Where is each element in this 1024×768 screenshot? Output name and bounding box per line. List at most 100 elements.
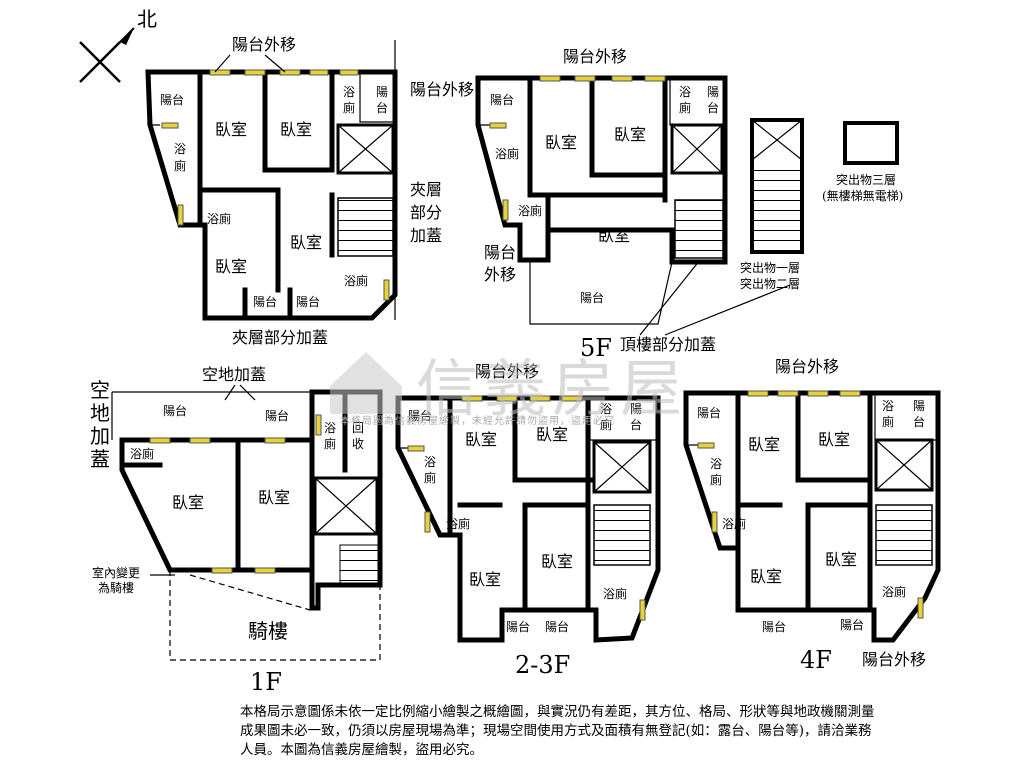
room-label: 台 (630, 417, 642, 432)
room-label: 陽台 (840, 617, 864, 632)
f5-floor-label: 5F (580, 334, 612, 362)
room-label: 廁 (710, 472, 722, 487)
room-label: 臥室 (290, 233, 322, 252)
f23-floor-label: 2-3F (515, 651, 570, 679)
mezz-side-note-2: 部分 (410, 203, 442, 222)
room-label: 陽台 (163, 403, 187, 418)
f1-top-label: 空地加蓋 (202, 365, 266, 384)
room-label: 浴 (882, 399, 894, 413)
mezzanine-plan: 陽台外移 陽台外移 夾層 部分 加蓋 夾層部分加蓋 陽台 浴 廁 陽 台 浴 廁… (145, 35, 474, 347)
watermark-brand: 信義房屋 (416, 352, 689, 425)
room-label: 臥室 (215, 257, 247, 276)
room-label: 臥室 (545, 133, 577, 152)
room-label: 浴 (174, 142, 186, 156)
box-note-2: (無樓梯無電梯) (822, 188, 903, 203)
f5-top-label: 陽台外移 (563, 47, 627, 66)
mezz-top-label: 陽台外移 (232, 35, 296, 54)
floor-4f-plan: 陽台外移 陽台外移 4F 陽台 浴 廁 陽 台 臥室 臥室 浴 廁 浴廁 臥室 … (683, 357, 941, 674)
room-label: 台 (707, 100, 719, 115)
room-label: 臥室 (541, 552, 573, 571)
room-label: 浴 (679, 85, 691, 99)
disclaimer-text: 本格局示意圖係未依一定比例縮小繪製之概繪圖，與實況仍有差距，其方位、格局、形狀等… (240, 704, 875, 758)
box-note-1: 突出物三層 (836, 172, 896, 187)
room-label: 浴廁 (207, 211, 231, 226)
room-label: 陽台 (265, 408, 289, 423)
f4-bottom-label: 陽台外移 (862, 650, 926, 669)
f1-left-note-1: 空 (90, 378, 110, 402)
room-label: 浴 (600, 402, 612, 416)
room-label: 臥室 (750, 567, 782, 586)
room-label: 廁 (324, 436, 336, 451)
room-label: 陽台 (253, 294, 277, 309)
room-label: 浴廁 (495, 146, 519, 161)
room-label: 浴廁 (722, 516, 746, 531)
room-label: 浴廁 (446, 516, 470, 531)
room-label: 陽台 (296, 294, 320, 309)
room-label: 臥室 (825, 550, 857, 569)
room-label: 浴廁 (882, 584, 906, 599)
room-label: 陽台 (697, 405, 721, 420)
room-label: 廁 (679, 100, 691, 115)
room-label: 回 (352, 421, 364, 435)
room-label: 陽台 (490, 92, 514, 107)
f1-floor-label: 1F (250, 668, 282, 696)
house-logo-icon (330, 352, 402, 414)
room-label: 台 (913, 414, 925, 429)
room-label: 浴 (324, 421, 336, 435)
room-label: 收 (352, 437, 364, 451)
room-label: 臥室 (465, 430, 497, 449)
room-label: 陽台 (506, 619, 530, 634)
room-label: 陽 (913, 399, 925, 413)
arcade-label: 騎樓 (248, 619, 288, 643)
room-label: 浴 (343, 85, 355, 99)
f4-floor-label: 4F (800, 646, 832, 674)
f1-change-note-1: 室內變更 (92, 565, 140, 580)
room-label: 廁 (424, 470, 436, 485)
room-label: 浴廁 (603, 586, 627, 601)
f1-change-note-2: 為騎樓 (98, 580, 134, 595)
roof-note: 頂樓部分加蓋 (620, 335, 716, 354)
room-label: 臥室 (598, 226, 630, 245)
f5-left-label-2: 外移 (484, 265, 516, 284)
f4-top-label: 陽台外移 (775, 357, 839, 376)
room-label: 陽台 (762, 619, 786, 634)
room-label: 臥室 (818, 430, 850, 449)
north-label: 北 (137, 7, 157, 31)
room-label: 浴廁 (518, 203, 542, 218)
room-label: 浴廁 (344, 273, 368, 288)
f23-top-label: 陽台外移 (475, 362, 539, 381)
floor-plan-drawing: 北 陽台外移 陽台外移 夾層 部分 加蓋 夾層部分加蓋 陽台 浴 廁 陽 台 浴 (79, 7, 941, 696)
room-label: 廁 (174, 158, 186, 173)
room-label: 陽 (707, 85, 719, 99)
room-label: 陽台 (580, 290, 604, 305)
protrusions: 突出物一層 突出物二層 突出物三層 (無樓梯無電梯) (740, 118, 903, 291)
compass: 北 (79, 7, 157, 83)
room-label: 浴 (710, 457, 722, 471)
f1-left-note-2: 地 (90, 401, 110, 425)
mezz-bottom-label: 夾層部分加蓋 (232, 328, 328, 347)
stair-note-2: 突出物二層 (740, 276, 800, 291)
room-label: 陽台 (408, 408, 432, 423)
room-label: 台 (376, 100, 388, 115)
room-label: 陽 (630, 402, 642, 416)
room-label: 廁 (600, 417, 612, 432)
room-label: 臥室 (536, 425, 568, 444)
f5-left-label-1: 陽台 (484, 243, 516, 262)
room-label: 臥室 (258, 488, 290, 507)
f1-left-note-3: 加 (90, 424, 110, 448)
floor-5f-plan: 陽台外移 陽台 外移 5F 頂樓部分加蓋 陽台 浴 廁 陽 台 浴廁 臥室 臥室… (475, 47, 791, 362)
stair-note-1: 突出物一層 (740, 260, 800, 275)
room-label: 臥室 (614, 125, 646, 144)
watermark: 信義房屋 (330, 338, 688, 428)
room-label: 浴 (424, 455, 436, 469)
room-label: 臥室 (215, 120, 247, 139)
room-label: 臥室 (280, 120, 312, 139)
room-label: 臥室 (748, 435, 780, 454)
room-label: 陽台 (545, 619, 569, 634)
room-label: 臥室 (172, 493, 204, 512)
mezz-side-note-3: 加蓋 (410, 226, 442, 245)
watermark-subtext: 本格局圖為信義房屋繪製，未經允許請勿盜用，盜用必究 (340, 416, 615, 427)
mezz-side-note-1: 夾層 (410, 180, 442, 199)
room-label: 廁 (882, 414, 894, 429)
window-row (161, 69, 390, 301)
